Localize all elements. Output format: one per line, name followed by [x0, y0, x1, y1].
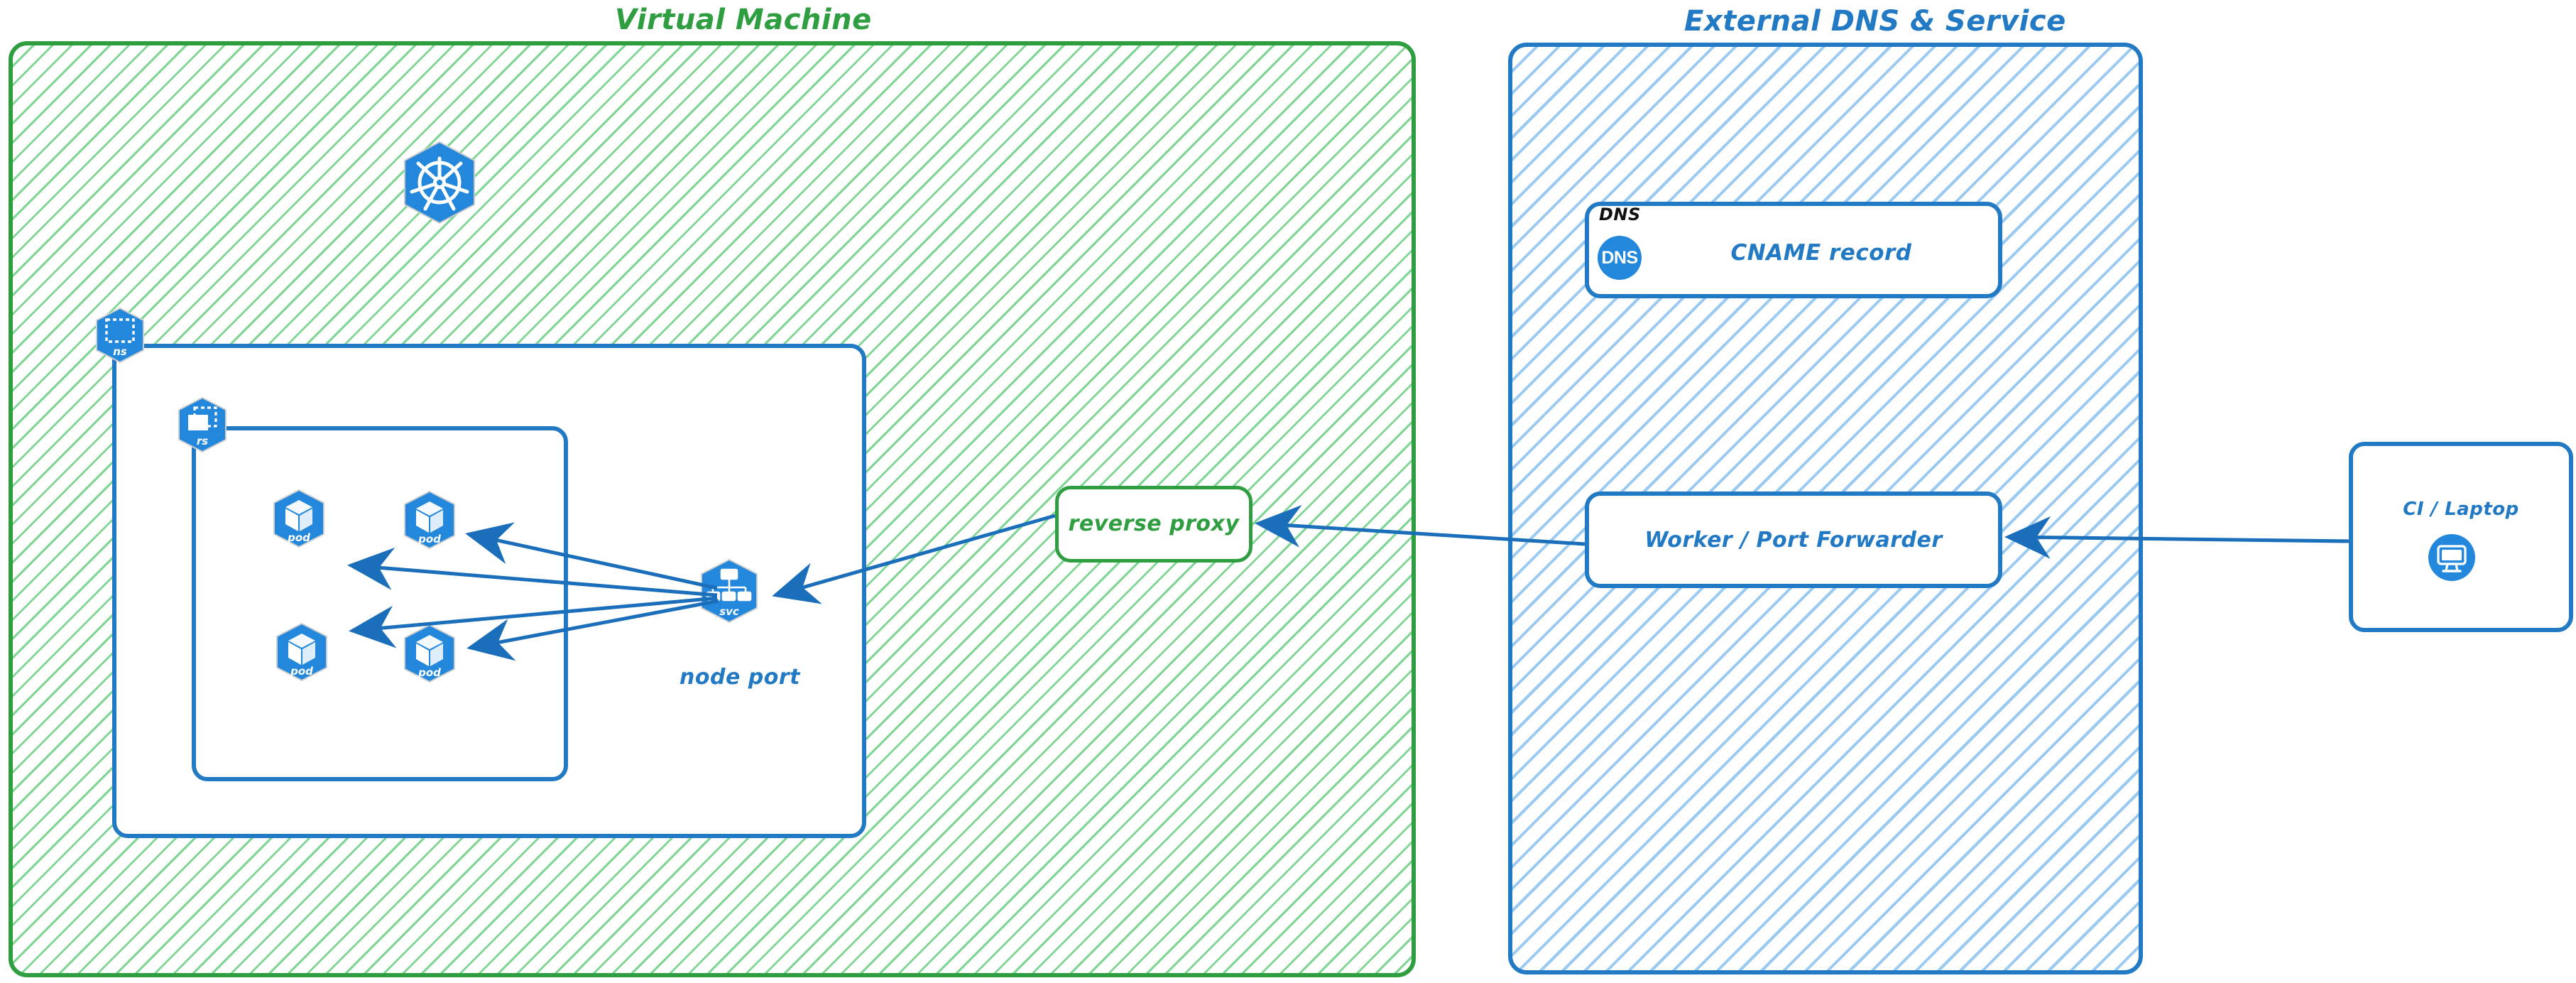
dns-chip-icon: DNS — [1598, 236, 1642, 280]
svg-text:ns: ns — [113, 345, 127, 358]
svg-text:pod: pod — [417, 666, 441, 679]
svg-text:pod: pod — [290, 665, 313, 678]
desktop-monitor-icon — [2428, 534, 2475, 581]
dns-card-tag: DNS — [1599, 205, 1641, 224]
node-port-caption: node port — [680, 665, 800, 690]
svg-text:pod: pod — [417, 533, 441, 545]
worker-port-forwarder-label: Worker / Port Forwarder — [1644, 528, 1943, 553]
reverse-proxy-label: reverse proxy — [1068, 511, 1240, 536]
ci-laptop-label: CI / Laptop — [2403, 499, 2519, 520]
svg-text:pod: pod — [287, 531, 310, 544]
svg-text:rs: rs — [197, 435, 208, 447]
worker-port-forwarder-box[interactable]: Worker / Port Forwarder — [1585, 492, 2002, 588]
virtual-machine-zone-title: Virtual Machine — [615, 4, 872, 36]
replicaset-container[interactable] — [192, 426, 568, 781]
reverse-proxy-box[interactable]: reverse proxy — [1055, 486, 1252, 563]
external-dns-zone-title: External DNS & Service — [1684, 5, 2066, 38]
cname-record-label: CNAME record — [1730, 240, 1912, 266]
svg-text:svc: svc — [719, 605, 739, 618]
dns-card[interactable] — [1585, 202, 2002, 298]
